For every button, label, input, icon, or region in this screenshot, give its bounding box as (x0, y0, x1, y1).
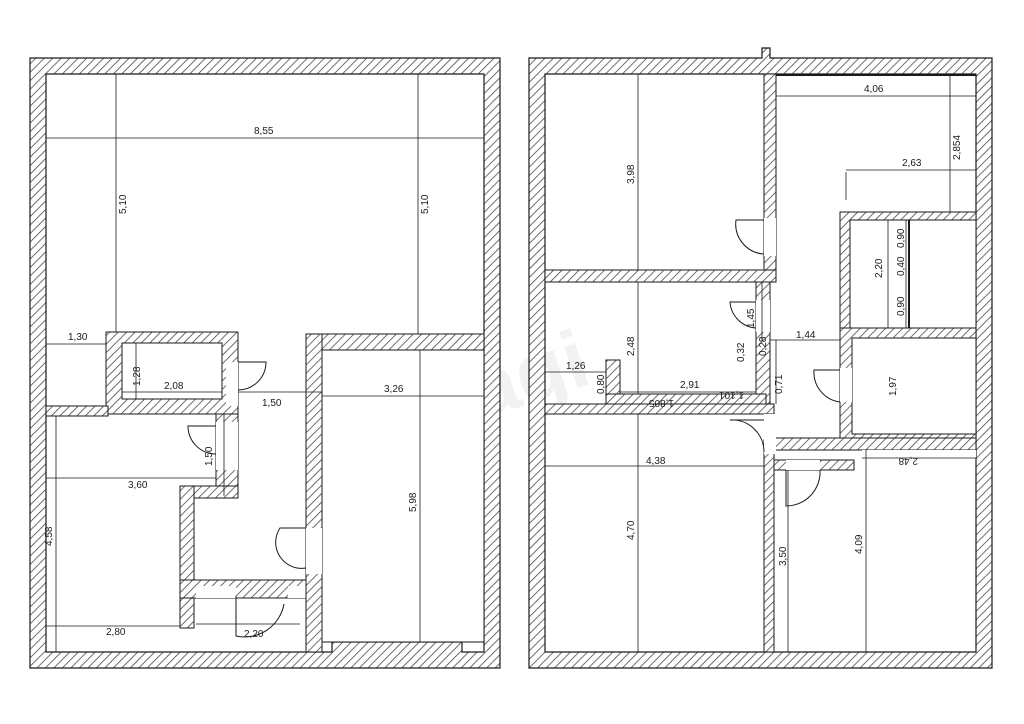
right-room-interior (321, 349, 485, 643)
dim-wc-height: 1,97 (888, 376, 899, 396)
dim-bottom-left-width: 2,80 (106, 627, 126, 638)
dim-bath-total-height: 2,20 (874, 258, 885, 278)
door-swing-b (729, 301, 757, 329)
dim-hall-width-2: 1,44 (796, 330, 816, 341)
dim-bottom-right-height: 4,09 (854, 534, 865, 554)
right-room-side-wall (305, 333, 323, 653)
door-swing-3 (275, 527, 307, 569)
dim-bottom-left-height: 4,70 (626, 520, 637, 540)
dim-niche-height: 1,45 (746, 308, 757, 328)
floor-2-plan: 4,06 2,854 2,63 3,98 0,90 0,40 2,20 0,90… (528, 47, 993, 669)
dim-mid-right-width: 2,63 (902, 158, 922, 169)
dim-small-room-width: 1,30 (68, 332, 88, 343)
dim-total-width: 8,55 (254, 126, 274, 137)
dim-bottom-right-width: 2,48 (898, 455, 918, 466)
door-swing-d (813, 369, 841, 403)
door-swing-a (735, 219, 765, 255)
dim-right-room-width: 3,26 (384, 384, 404, 395)
dim-top-left-height: 3,98 (626, 164, 637, 184)
dim-left-height: 5,10 (118, 194, 129, 214)
lower-left-wall (179, 485, 195, 629)
dim-mid-diag-1: 1,101 (719, 389, 744, 400)
bottom-left-interior (46, 416, 180, 652)
door-swing-c (729, 419, 765, 453)
wc-room (851, 337, 977, 435)
bath-divider (908, 220, 910, 328)
entry-interior (196, 586, 236, 598)
door-swing-4 (235, 596, 285, 638)
dim-ledge-width: 1,26 (566, 361, 586, 372)
dim-top-right-width: 4,06 (864, 84, 884, 95)
door-gap-d (840, 368, 852, 402)
bottom-right-wall (773, 437, 977, 451)
mid-ledge-wall (605, 393, 767, 405)
dim-bath-top-height: 0,90 (896, 228, 907, 248)
dim-step-height: 1,50 (204, 446, 215, 466)
dim-left-room-height: 4,58 (44, 526, 55, 546)
dim-hall-height: 0,71 (774, 374, 785, 394)
dim-top-right-height: 2,854 (952, 135, 963, 160)
center-wall-bottom (763, 439, 775, 653)
step-wall-2 (189, 485, 239, 499)
door-gap-c (764, 414, 776, 454)
closet-interior (121, 342, 223, 400)
dim-mid-diag-2: 1,805 (649, 397, 674, 408)
dim-closet-width: 2,08 (164, 381, 184, 392)
dim-bath-bottom-height: 0,90 (896, 296, 907, 316)
dim-right-room-height: 5,98 (408, 492, 419, 512)
dim-bottom-mid-height: 3,50 (778, 546, 789, 566)
door-gap-b (756, 300, 770, 332)
left-horizontal-wall-1 (544, 269, 777, 283)
dim-ledge-height: 0,80 (596, 374, 607, 394)
floor-1-plan: 8,55 5,10 5,10 1,30 1,28 2,08 1,50 3,26 … (29, 57, 501, 669)
dim-mid-room-width: 2,91 (680, 380, 700, 391)
dim-bath-mid-height: 0,40 (896, 256, 907, 276)
door-gap-1 (306, 528, 322, 574)
door-gap-2 (226, 362, 238, 406)
dim-entry-width: 2,20 (244, 629, 264, 640)
entry-interior-2 (288, 586, 308, 598)
left-partition-wall (45, 405, 109, 417)
door-gap-3 (216, 422, 238, 470)
dim-right-height: 5,10 (420, 194, 431, 214)
right-wall-1 (776, 74, 976, 76)
door-swing-e (785, 469, 821, 507)
dim-left-room-width: 3,60 (128, 480, 148, 491)
bath-room-1 (849, 219, 977, 329)
dim-hall-width: 1,50 (262, 398, 282, 409)
bottom-right-room (862, 450, 976, 458)
dim-small-gap: 0,32 (736, 342, 747, 362)
dim-closet-height: 1,28 (132, 366, 143, 386)
dim-mid-room-height: 2,48 (626, 336, 637, 356)
door-swing-2 (187, 425, 217, 455)
door-swing-1 (237, 361, 267, 391)
door-gap-a (764, 218, 776, 256)
dim-bottom-left-width-2: 4,38 (646, 456, 666, 467)
door-gap-e (786, 460, 820, 470)
dim-small-gap-2: 0,28 (758, 336, 769, 356)
